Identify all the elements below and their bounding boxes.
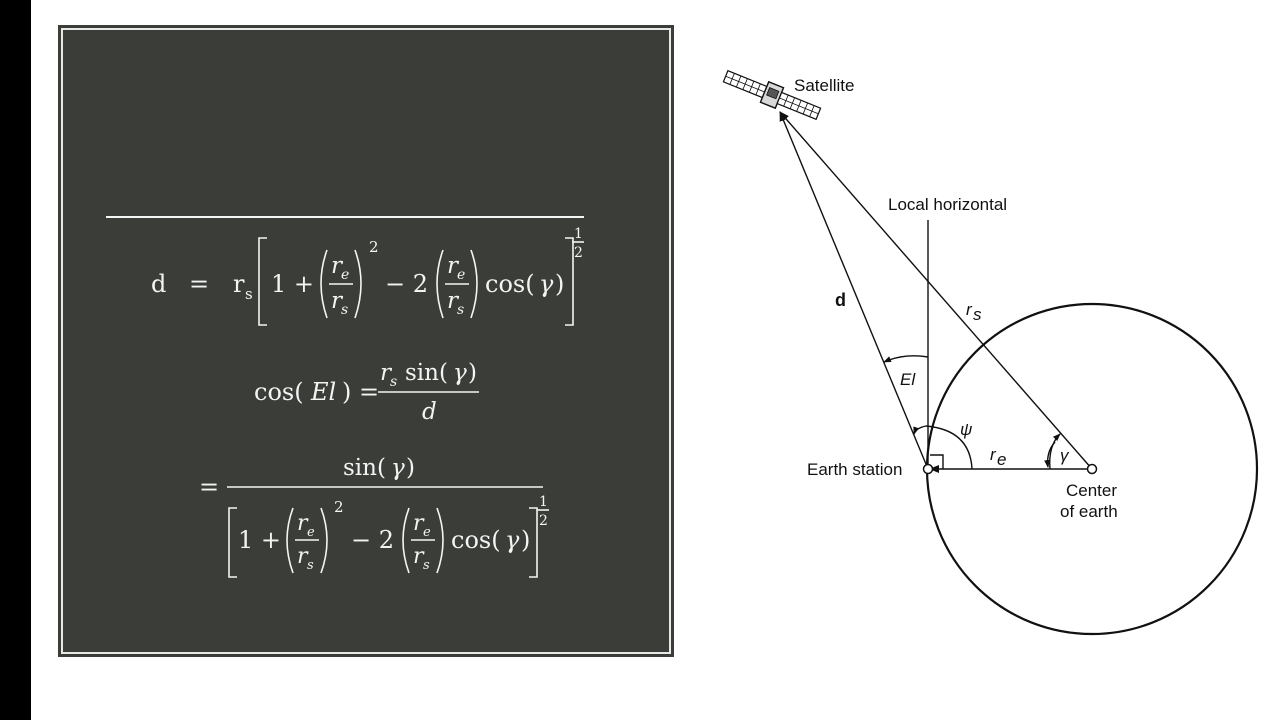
eq3-right-bracket — [529, 507, 538, 578]
center-label-line2: of earth — [1060, 502, 1118, 521]
eq3-one-plus: 1 + — [238, 526, 281, 554]
eq3-paren2-right — [436, 507, 444, 574]
psi-label: ψ — [960, 420, 972, 439]
formula-canvas: d = r s 1 + r e r s 2 − 2 r e r s cos( — [106, 216, 584, 578]
eq1-frac2-den-sub: s — [457, 302, 464, 318]
equation-slant-range: d = r s 1 + r e r s 2 − 2 r e r s cos( — [151, 226, 584, 326]
equation-elevation-expanded: = sin( γ ) 1 + r e r s 2 − 2 r e r s cos… — [199, 455, 549, 578]
eq1-right-bracket — [565, 237, 574, 326]
eq3-frac1-num-sub: e — [307, 525, 315, 540]
eq1-frac2-den: r — [447, 288, 460, 314]
geometry-diagram: Satellite Local horizontal d r s El ψ r … — [722, 69, 1259, 636]
earth-station-label: Earth station — [807, 460, 902, 479]
earth-station-point — [922, 463, 934, 475]
eq1-coef-sub: s — [245, 285, 253, 303]
eq1-gamma: γ — [539, 270, 554, 298]
slant-range-line — [779, 111, 929, 470]
eq1-coef: r — [233, 270, 245, 298]
eq3-minus-two: − 2 — [351, 526, 394, 554]
rs-label: r — [966, 300, 973, 319]
eq3-frac2-den: r — [413, 544, 425, 569]
eq2-num-r: r — [380, 360, 393, 386]
eq3-exp-num: 1 — [539, 494, 548, 510]
gamma-arc — [1049, 433, 1061, 470]
gamma-label: γ — [1060, 446, 1070, 465]
eq1-equals: = — [189, 270, 209, 298]
eq3-frac1-num: r — [297, 511, 309, 536]
re-sub-label: e — [997, 450, 1006, 469]
eq3-left-bracket — [228, 507, 237, 578]
psi-arc — [913, 425, 973, 470]
eq3-num-gamma: γ — [391, 455, 405, 481]
eq1-square: 2 — [369, 238, 379, 256]
gamma-arc-return — [1044, 441, 1056, 468]
eq1-cos: cos( — [485, 270, 535, 298]
eq3-close-paren: ) — [521, 526, 530, 554]
eq1-frac1-num: r — [331, 253, 344, 279]
eq2-num-sin: sin( — [405, 360, 448, 386]
eq1-one-plus: 1 + — [271, 270, 314, 298]
eq3-equals: = — [199, 473, 219, 501]
eq1-paren1-left — [320, 249, 328, 319]
eq1-paren1-right — [354, 249, 362, 319]
formula-board: d = r s 1 + r e r s 2 − 2 r e r s cos( — [58, 25, 674, 657]
eq2-den-d: d — [422, 399, 437, 425]
eq2-cos-open: cos( — [254, 378, 304, 406]
eq1-exp-den: 2 — [574, 245, 583, 261]
eq2-num-gamma: γ — [453, 360, 467, 386]
eq1-frac1-den: r — [331, 288, 344, 314]
satellite-label: Satellite — [794, 76, 854, 95]
eq3-cos: cos( — [451, 526, 501, 554]
local-horizontal-label: Local horizontal — [888, 195, 1007, 214]
eq2-el: El — [310, 378, 336, 406]
eq1-lhs: d — [151, 270, 166, 298]
equation-elevation-cos: cos( El ) = r s sin( γ ) d — [254, 360, 479, 425]
eq3-gamma: γ — [505, 526, 520, 554]
eq3-frac1-den: r — [297, 544, 309, 569]
eq1-close-paren: ) — [555, 270, 564, 298]
eq3-paren1-left — [286, 507, 294, 574]
eq3-exp-den: 2 — [539, 513, 548, 529]
eq1-paren2-right — [470, 249, 478, 319]
earth-center-point — [1086, 463, 1098, 475]
eq1-paren2-left — [436, 249, 444, 319]
eq1-frac2-num-sub: e — [457, 267, 465, 283]
left-black-bar — [0, 0, 31, 720]
satellite-radius-line — [779, 111, 1093, 470]
satellite-icon — [722, 69, 822, 121]
elevation-arc — [883, 355, 929, 363]
rs-sub-label: s — [973, 305, 982, 324]
eq3-square: 2 — [334, 498, 344, 516]
eq3-paren2-left — [402, 507, 410, 574]
slant-range-label: d — [835, 290, 846, 310]
eq3-num-close: ) — [406, 455, 415, 481]
eq2-num-close: ) — [468, 360, 477, 386]
eq1-frac1-num-sub: e — [341, 267, 349, 283]
eq1-exp-num: 1 — [574, 226, 583, 242]
eq1-minus-two: − 2 — [385, 270, 428, 298]
center-label-line1: Center — [1066, 481, 1117, 500]
right-angle-marker — [930, 454, 944, 469]
eq1-left-bracket — [258, 237, 267, 326]
eq2-cos-close: ) = — [342, 378, 379, 406]
elevation-label: El — [900, 370, 916, 389]
eq3-num-sin: sin( — [343, 455, 386, 481]
eq3-frac2-num-sub: e — [423, 525, 431, 540]
eq3-frac2-num: r — [413, 511, 425, 536]
eq1-frac2-num: r — [447, 253, 460, 279]
eq2-num-r-sub: s — [390, 374, 397, 390]
eq3-frac1-den-sub: s — [307, 558, 314, 573]
eq3-frac2-den-sub: s — [423, 558, 430, 573]
eq3-paren1-right — [320, 507, 328, 574]
eq1-frac1-den-sub: s — [341, 302, 348, 318]
re-label: r — [990, 445, 997, 464]
